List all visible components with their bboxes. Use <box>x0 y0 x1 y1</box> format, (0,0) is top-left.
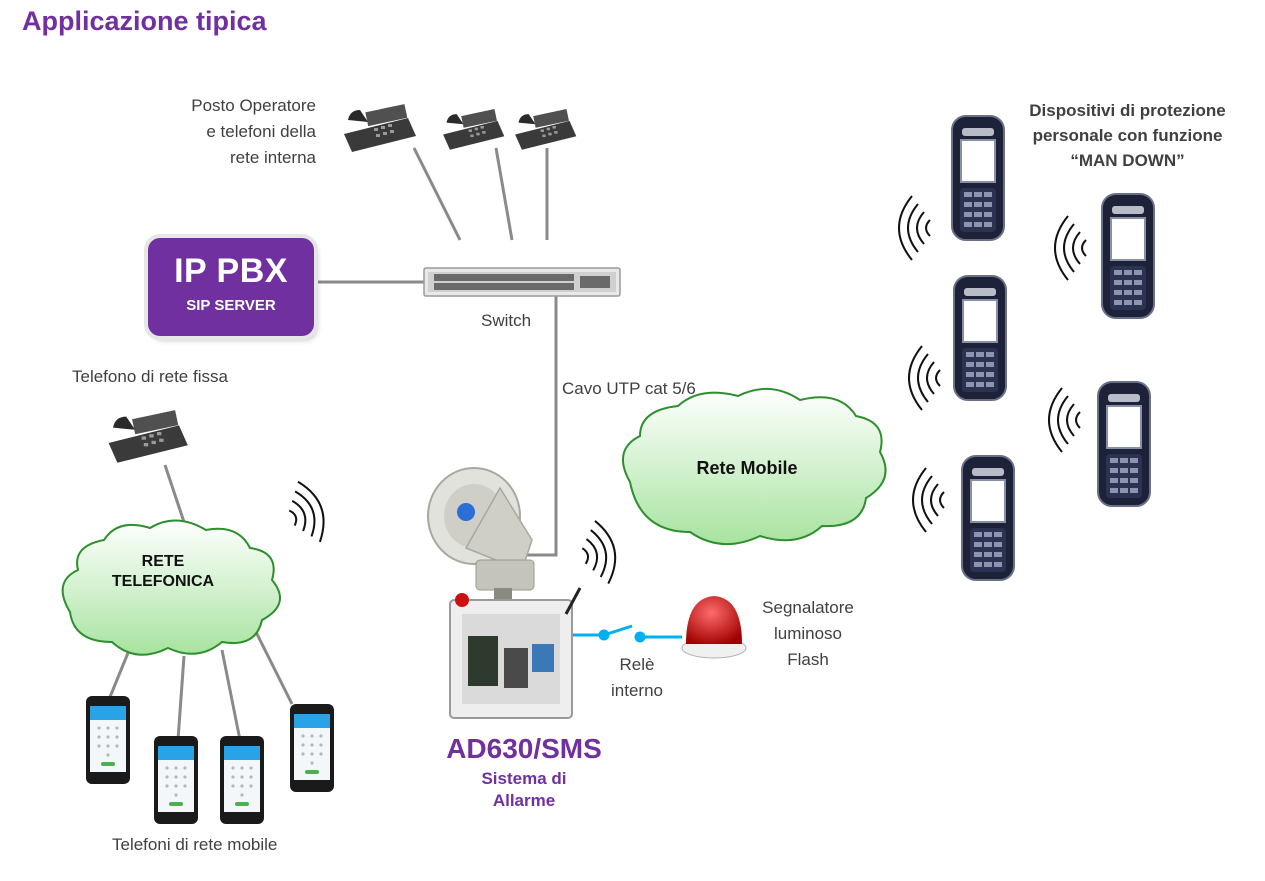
telefoni-mobile-label: Telefoni di rete mobile <box>112 835 278 854</box>
page-title: Applicazione tipica <box>22 6 267 36</box>
radio-waves <box>908 345 941 411</box>
mobile-phone <box>220 736 264 824</box>
ip-pbx-box: IP PBX SIP SERVER <box>148 238 314 336</box>
rete-telefonica-label: RETE TELEFONICA <box>111 553 215 590</box>
horn-speaker <box>427 467 535 604</box>
rele-label: Relè interno <box>611 655 663 700</box>
desk-phone <box>443 109 505 150</box>
radio-waves <box>898 195 931 261</box>
ad630-cabinet <box>449 587 582 719</box>
ad630-subtitle: Sistema di Allarme <box>481 769 567 810</box>
man-down-device <box>953 275 1007 401</box>
rete-mobile-label: Rete Mobile <box>696 458 798 478</box>
connection-lines <box>108 147 558 741</box>
cavo-label: Cavo UTP cat 5/6 <box>562 379 696 398</box>
rete-mobile-cloud <box>621 387 887 546</box>
landline-phone <box>108 410 188 463</box>
radio-waves <box>576 517 622 589</box>
segnalatore-label: Segnalatore luminoso Flash <box>762 598 854 669</box>
telefono-fisso-label: Telefono di rete fissa <box>72 367 228 386</box>
ip-pbx-subtitle: SIP SERVER <box>186 297 276 314</box>
man-down-device <box>1097 381 1151 507</box>
man-down-device <box>961 455 1015 581</box>
flash-beacon <box>681 596 747 659</box>
radio-waves <box>1048 387 1081 453</box>
radio-waves <box>1054 215 1087 281</box>
mobile-phone <box>154 736 198 824</box>
ip-pbx-title: IP PBX <box>174 252 288 290</box>
mobile-phone <box>290 704 334 792</box>
relay-link <box>572 624 682 643</box>
posto-operatore-label: Posto Operatore e telefoni della rete in… <box>191 96 316 167</box>
man-down-device <box>1101 193 1155 319</box>
desk-phone <box>515 109 577 150</box>
radio-waves <box>280 476 334 550</box>
man-down-device <box>951 115 1005 241</box>
switch-label: Switch <box>481 311 532 330</box>
man-down-label: Dispositivi di protezione personale con … <box>1029 101 1226 170</box>
radio-waves <box>912 467 945 533</box>
switch-device <box>423 267 621 297</box>
ad630-title: AD630/SMS <box>446 733 602 764</box>
mobile-phone <box>86 696 130 784</box>
rete-telefonica-cloud <box>61 519 281 656</box>
operator-console <box>344 104 416 152</box>
